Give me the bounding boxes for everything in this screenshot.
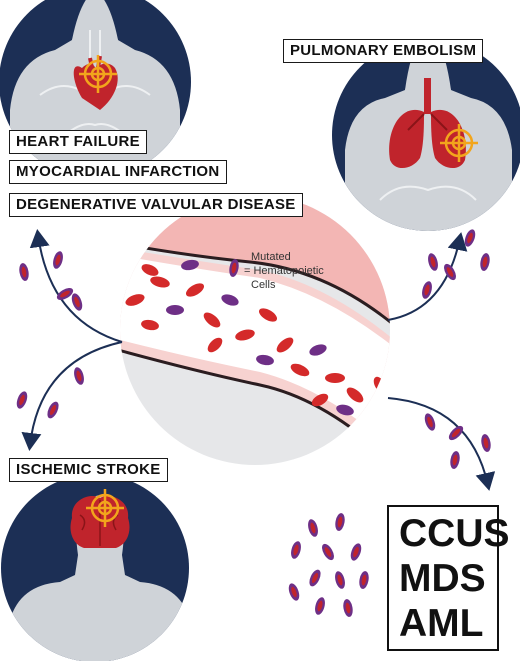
target-icon (86, 489, 124, 527)
lungs-icon (389, 78, 466, 169)
legend-line-1: Mutated (251, 251, 291, 263)
arrow-to-outcomes (387, 397, 496, 491)
arrow-to-lungs (387, 232, 468, 321)
target-icon (79, 55, 117, 93)
outcome-ccus: CCUS (399, 512, 510, 555)
flow-arrows (21, 229, 496, 491)
target-icon (440, 124, 478, 162)
ischemic-stroke-label: ISCHEMIC STROKE (9, 458, 168, 482)
heart-failure-label: HEART FAILURE (9, 130, 147, 154)
pulmonary-embolism-label: PULMONARY EMBOLISM (283, 39, 484, 63)
legend-line-3: Cells (251, 279, 276, 291)
brain-panel (1, 474, 189, 661)
arrow-to-stroke (21, 341, 123, 451)
myocardial-infarction-label: MYOCARDIAL INFARCTION (9, 160, 227, 184)
outcomes-box: CCUS MDS AML (387, 505, 510, 651)
arrow-to-heart (29, 229, 123, 343)
blood-vessel-illustration (120, 195, 390, 465)
degenerative-valvular-disease-label: DEGENERATIVE VALVULAR DISEASE (9, 193, 303, 217)
outcome-mds: MDS (399, 557, 486, 600)
outcome-aml: AML (399, 602, 484, 645)
legend-line-2: = Hematopoietic (244, 265, 324, 277)
